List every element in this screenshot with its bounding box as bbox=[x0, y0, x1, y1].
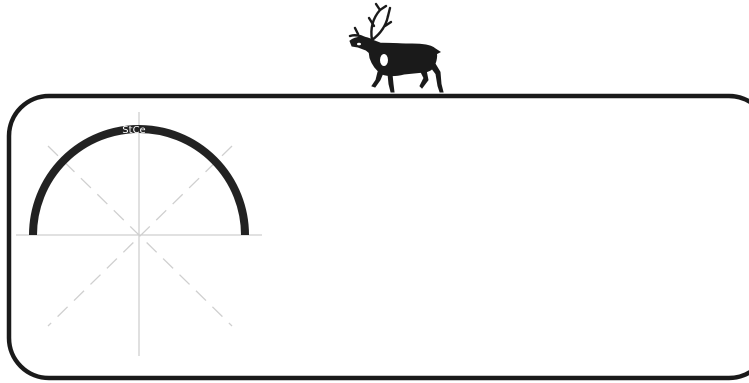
caribou-icon bbox=[350, 4, 443, 92]
rounded-frame bbox=[9, 96, 749, 378]
guide-lines bbox=[16, 112, 262, 356]
arc-label: StCe bbox=[122, 125, 145, 136]
